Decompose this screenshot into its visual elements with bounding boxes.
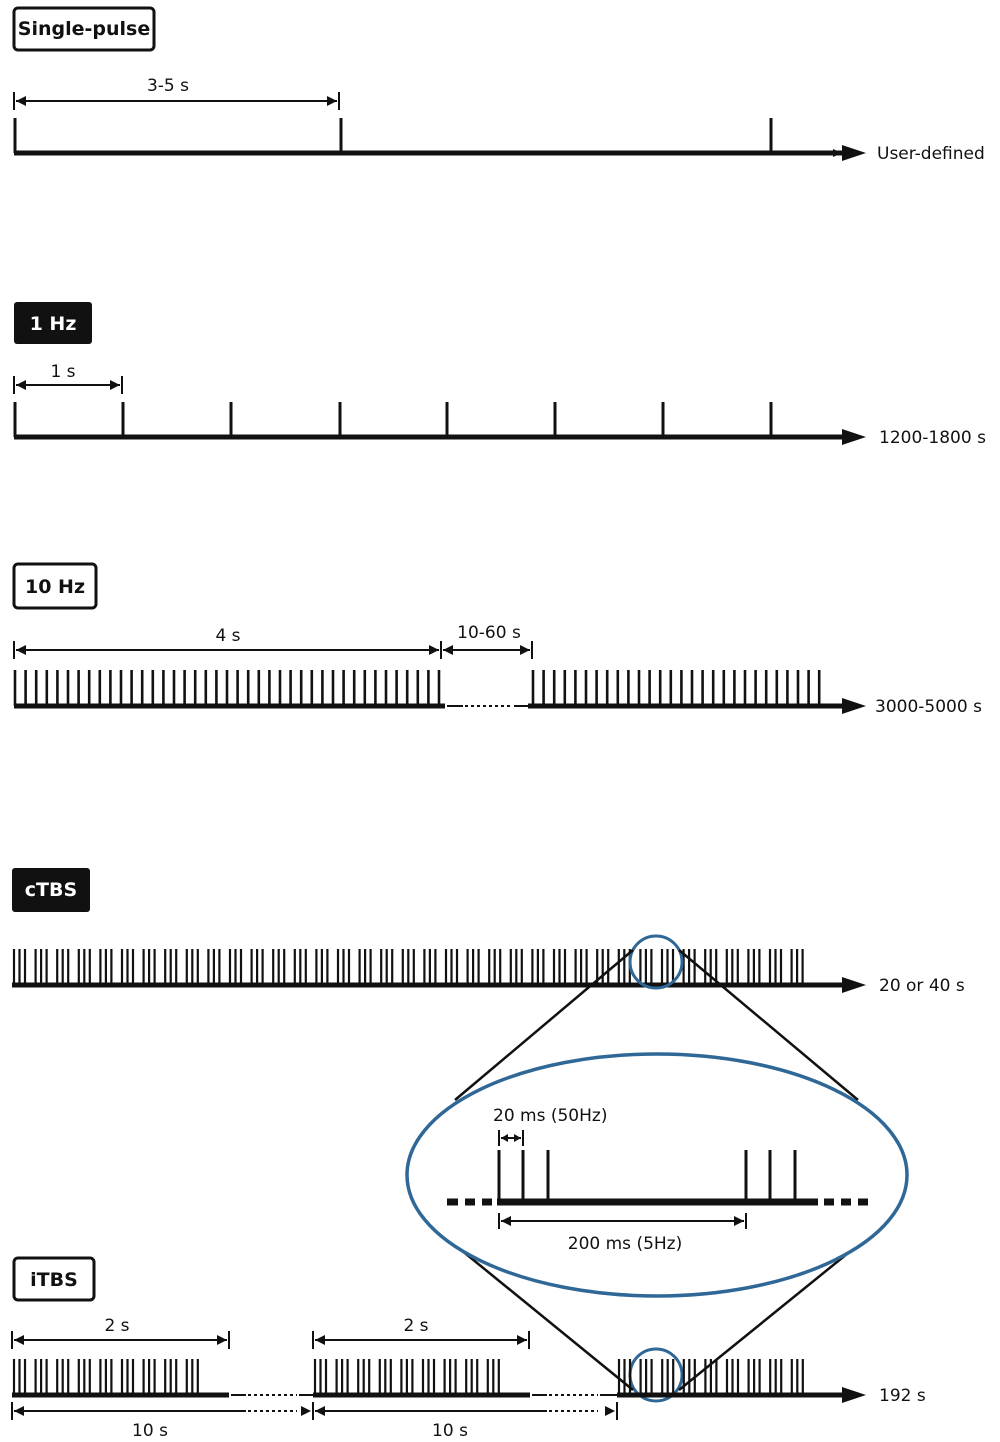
zoom-burst-interval-marker (498, 1130, 524, 1146)
hz1-interval-label: 1 s (50, 362, 75, 382)
hz1-title: 1 Hz (30, 313, 77, 335)
hz1-interval-marker (13, 376, 123, 394)
single-pulse-section: Single-pulse 3-5 s User-defined (12, 6, 985, 164)
single-pulse-timeline (13, 118, 866, 161)
ctbs-bursts (12, 949, 804, 985)
zoom-callout: 20 ms (50Hz) 200 ms (5Hz) (405, 934, 909, 1403)
itbs-train1-marker (11, 1331, 230, 1349)
ctbs-end-label: 20 or 40 s (879, 976, 965, 996)
itbs-cycle2-label: 10 s (432, 1421, 468, 1441)
zoom-ellipse (405, 1052, 909, 1298)
zoom-train-interval-label: 200 ms (5Hz) (568, 1234, 682, 1254)
itbs-train1-label: 2 s (104, 1316, 129, 1336)
hz10-title: 10 Hz (25, 576, 85, 598)
itbs-end-label: 192 s (879, 1386, 926, 1406)
hz10-train-marker (13, 641, 442, 659)
itbs-tag: iTBS (12, 1256, 96, 1302)
ctbs-section: cTBS 20 or 40 s (12, 868, 965, 996)
zoom-train-interval-marker (498, 1213, 747, 1229)
itbs-train-3 (617, 1359, 804, 1395)
single-pulse-title: Single-pulse (18, 18, 150, 40)
hz10-tag: 10 Hz (12, 562, 98, 610)
hz10-train-label: 4 s (215, 626, 240, 646)
hz10-timeline (13, 670, 866, 714)
single-pulse-interval-label: 3-5 s (147, 76, 189, 96)
hz10-pulse-train-1 (13, 670, 441, 706)
ctbs-timeline (12, 949, 866, 993)
itbs-cycle1-label: 10 s (132, 1421, 168, 1441)
itbs-section: iTBS 2 s 2 s (11, 1256, 926, 1441)
zoom-burst-interval-label: 20 ms (50Hz) (493, 1106, 607, 1126)
ctbs-tag: cTBS (12, 868, 90, 912)
hz10-section: 10 Hz 4 s 10-60 s 3000-5000 s (12, 562, 982, 717)
single-pulse-interval-marker (13, 92, 340, 110)
ctbs-title: cTBS (25, 879, 77, 901)
single-pulse-tag: Single-pulse (12, 6, 156, 52)
itbs-train2-label: 2 s (403, 1316, 428, 1336)
hz1-tag: 1 Hz (14, 302, 92, 344)
hz10-end-label: 3000-5000 s (875, 697, 982, 717)
single-pulse-end-label: User-defined (877, 144, 985, 164)
hz1-end-label: 1200-1800 s (879, 428, 986, 448)
ctbs-zoom-circle (628, 934, 684, 990)
itbs-title: iTBS (30, 1269, 78, 1291)
itbs-cycle-markers (11, 1402, 618, 1420)
hz10-pulse-train-2 (531, 670, 821, 706)
itbs-timeline (12, 1359, 866, 1403)
itbs-train-1 (12, 1359, 199, 1395)
zoom-timeline (447, 1150, 868, 1206)
itbs-train2-marker (312, 1331, 530, 1349)
hz1-section: 1 Hz 1 s 1200-1800 s (13, 302, 986, 448)
hz10-gap-label: 10-60 s (457, 623, 521, 643)
hz1-timeline (13, 402, 866, 445)
itbs-train-2 (313, 1359, 500, 1395)
hz10-gap-marker (443, 641, 533, 659)
